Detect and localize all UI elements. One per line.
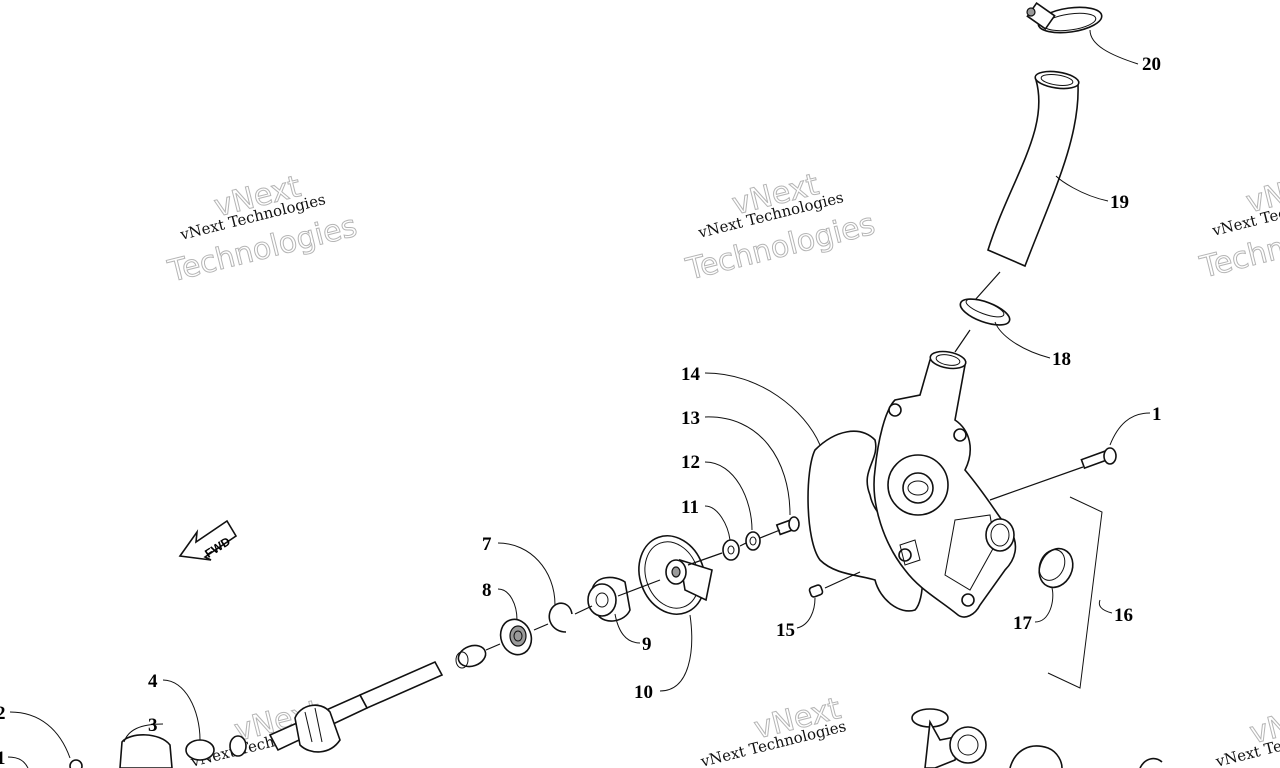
part-11-washer <box>722 539 740 561</box>
bottom-seal-ring <box>229 735 247 757</box>
fwd-direction-arrow: FWD <box>178 519 238 561</box>
part-17-seal-ring <box>1038 547 1074 589</box>
axis-line-8-7 <box>533 623 549 631</box>
part-2-bolt <box>69 759 83 768</box>
axis-line-18-housing <box>954 329 971 353</box>
callout-2: 2 <box>0 703 6 724</box>
callout-7: 7 <box>482 534 492 555</box>
callout-1-lower: 1 <box>0 748 6 768</box>
water-pump-housing <box>873 350 1017 618</box>
watermark-bottom-right: vNext vNext Technologies <box>1213 695 1280 768</box>
callout-16: 16 <box>1114 605 1133 626</box>
watermark-right: vNext vNext Technologies Technologies <box>1196 165 1280 286</box>
callout-8: 8 <box>482 580 492 601</box>
callout-4: 4 <box>148 671 158 692</box>
callout-15: 15 <box>776 620 795 641</box>
watermark-center: vNext vNext Technologies Technologies <box>682 167 879 288</box>
part-9-mechanical-seal <box>587 576 631 622</box>
part-13-screw <box>775 516 800 536</box>
axis-line-12-13 <box>759 529 781 539</box>
callout-10: 10 <box>634 682 653 703</box>
part-19-coolant-hose <box>987 70 1080 268</box>
part-18-clamp <box>959 298 1011 326</box>
callout-19: 19 <box>1110 192 1129 213</box>
callout-11: 11 <box>681 497 699 518</box>
pump-shaft <box>268 660 444 753</box>
callout-9: 9 <box>642 634 652 655</box>
axis-line-sleeve-8 <box>485 643 501 651</box>
axis-line-7-9 <box>574 605 593 615</box>
callout-20: 20 <box>1142 54 1161 75</box>
part-4-oring <box>185 739 215 761</box>
partial-part-right-edge <box>1139 757 1163 768</box>
part-12-washer <box>745 531 761 551</box>
callout-17: 17 <box>1013 613 1033 634</box>
shaft-sleeve <box>455 644 487 669</box>
thermostat <box>911 708 987 768</box>
leader-lines <box>7 29 1151 768</box>
callout-13: 13 <box>681 408 700 429</box>
bracket-16 <box>1047 496 1103 689</box>
part-8-bearing <box>499 618 533 656</box>
callout-14: 14 <box>681 364 701 385</box>
part-3-cap <box>119 734 173 768</box>
axis-line-9-10 <box>617 579 661 597</box>
part-20-hose-clamp <box>1026 2 1103 34</box>
callout-12: 12 <box>681 452 700 473</box>
thermostat-gasket <box>1009 745 1063 768</box>
part-1-bolt <box>1080 447 1117 470</box>
part-10-impeller <box>638 535 713 615</box>
part-15-dowel-pin <box>808 584 824 598</box>
callout-18: 18 <box>1052 349 1071 370</box>
axis-line-15 <box>824 571 861 589</box>
axis-line-11-12 <box>739 542 747 547</box>
watermark-left: vNext vNext Technologies Technologies <box>164 169 361 290</box>
axis-line-10-11 <box>687 552 723 566</box>
callout-3: 3 <box>148 715 158 736</box>
callout-1: 1 <box>1152 404 1162 425</box>
watermark-bottom-center: vNext vNext Technologies <box>698 691 848 768</box>
part-7-circlip <box>548 602 573 633</box>
axis-line-19-18 <box>974 271 1001 301</box>
axis-line-bolt <box>989 466 1084 501</box>
